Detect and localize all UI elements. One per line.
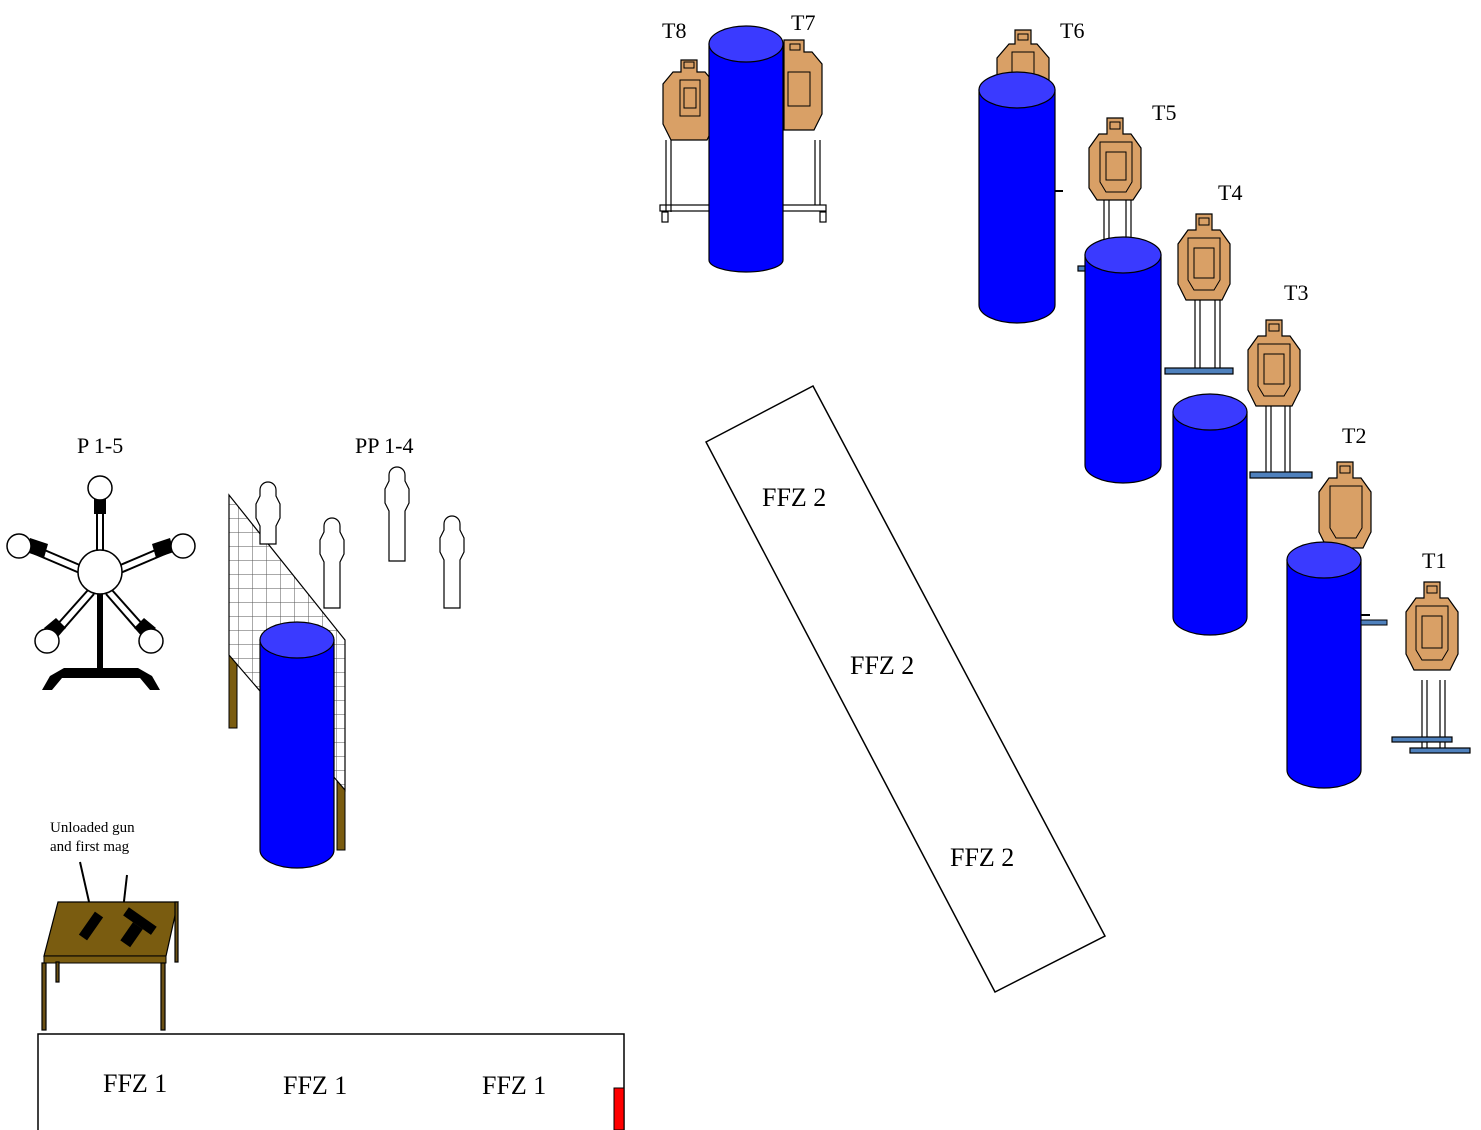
label-t6: T6 xyxy=(1060,18,1084,43)
popper-group: PP 1-4 xyxy=(255,433,465,609)
table-note-line2: and first mag xyxy=(50,839,130,855)
fault-marker xyxy=(613,1087,625,1130)
magazine-icon xyxy=(78,911,104,941)
ipsc-target-icon-t4 xyxy=(1177,213,1231,301)
ffz2-label-1: FFZ 2 xyxy=(762,483,826,512)
ipsc-target-icon-t1 xyxy=(1405,581,1459,671)
barrel-icon xyxy=(708,25,784,273)
popper-icon xyxy=(384,466,410,562)
plate-rack-icon: P 1-5 xyxy=(6,433,196,690)
target-group-t8-t7: T8 T7 xyxy=(659,10,827,273)
ipsc-target-icon-t2 xyxy=(1318,461,1372,549)
target-stand-t3 xyxy=(1249,400,1313,479)
ffz1-label-3: FFZ 1 xyxy=(482,1071,546,1100)
barrel-icon xyxy=(1286,541,1362,789)
popper-icon xyxy=(439,515,465,609)
target-stand-t4 xyxy=(1164,300,1234,375)
fault-zone-ffz1: FFZ 1 FFZ 1 FFZ 1 xyxy=(37,1033,625,1130)
table-icon: Unloaded gun and first mag xyxy=(41,820,179,1031)
ffz1-label-1: FFZ 1 xyxy=(103,1069,167,1098)
ffz2-label-3: FFZ 2 xyxy=(950,843,1014,872)
table-note-line1: Unloaded gun xyxy=(50,820,135,836)
label-t1: T1 xyxy=(1422,548,1446,573)
popper-icon xyxy=(319,517,345,609)
target-stand-t1 xyxy=(1391,680,1471,754)
label-t4: T4 xyxy=(1218,180,1242,205)
target-stand-t7 xyxy=(779,140,827,223)
target-stand-t8 xyxy=(659,140,713,223)
popper-icon xyxy=(255,481,281,545)
ipsc-target-icon-t5 xyxy=(1088,117,1142,201)
ffz1-label-2: FFZ 1 xyxy=(283,1071,347,1100)
label-t3: T3 xyxy=(1284,280,1308,305)
barrel-icon xyxy=(1084,236,1162,484)
ipsc-target-icon-t3 xyxy=(1247,319,1301,407)
barrel-icon xyxy=(259,621,335,869)
target-group-right: T6 T5 T4 xyxy=(978,18,1471,789)
label-poppers: PP 1-4 xyxy=(355,433,413,458)
ipsc-target-icon-t7 xyxy=(783,39,823,131)
label-t2: T2 xyxy=(1342,423,1366,448)
label-t8: T8 xyxy=(662,18,686,43)
ffz2-label-2: FFZ 2 xyxy=(850,651,914,680)
label-plates: P 1-5 xyxy=(77,433,123,458)
fault-zone-ffz2: FFZ 2 FFZ 2 FFZ 2 xyxy=(704,384,1107,994)
ipsc-target-icon-t8 xyxy=(662,59,716,141)
pistol-icon xyxy=(120,907,157,948)
barrel-icon xyxy=(1172,393,1248,636)
label-t5: T5 xyxy=(1152,100,1176,125)
barrel-icon xyxy=(978,71,1056,324)
label-t7: T7 xyxy=(791,10,815,35)
